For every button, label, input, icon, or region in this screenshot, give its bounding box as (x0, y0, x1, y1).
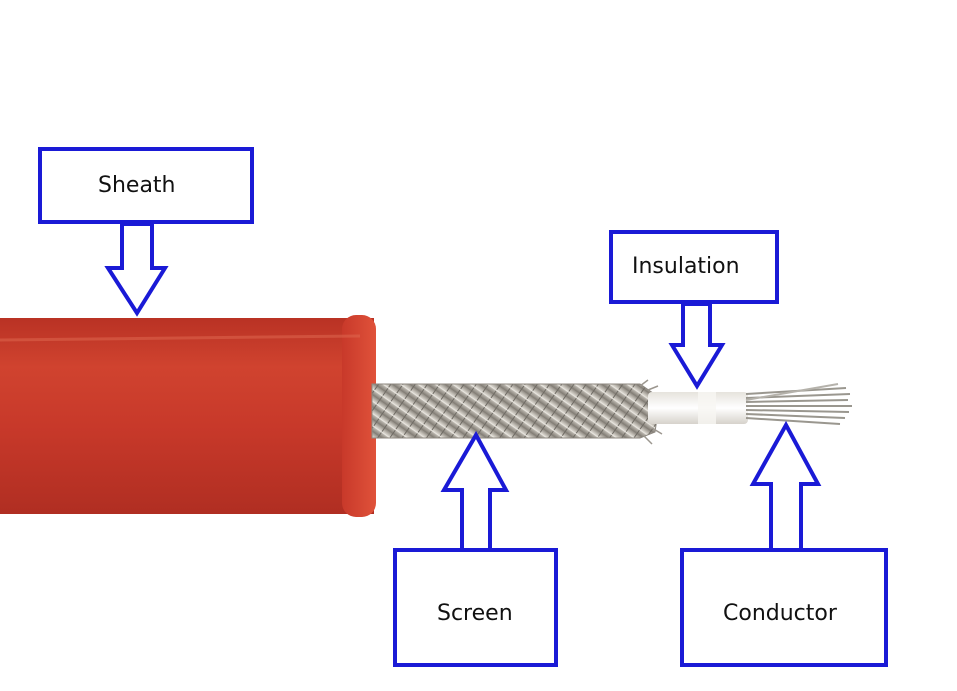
cable-sheath (0, 315, 376, 517)
cable-insulation (648, 392, 748, 424)
sheath-label: Sheath (98, 173, 176, 198)
cable-conductor (745, 383, 852, 425)
insulation-label: Insulation (632, 254, 740, 279)
conductor-label: Conductor (723, 601, 838, 626)
conductor-arrow-icon (749, 420, 822, 548)
cable-screen-braid (371, 379, 663, 445)
sheath-arrow-icon (104, 222, 169, 317)
screen-label: Screen (437, 601, 513, 626)
conductor-label-box (680, 548, 888, 667)
insulation-callout: Insulation (609, 230, 779, 390)
screen-arrow-icon (440, 430, 510, 548)
conductor-callout: Conductor (680, 420, 888, 667)
screen-callout: Screen (393, 430, 558, 667)
sheath-callout: Sheath (38, 147, 254, 317)
insulation-arrow-icon (668, 302, 726, 390)
screen-label-box (393, 548, 558, 667)
sheath-label-box (38, 147, 254, 224)
